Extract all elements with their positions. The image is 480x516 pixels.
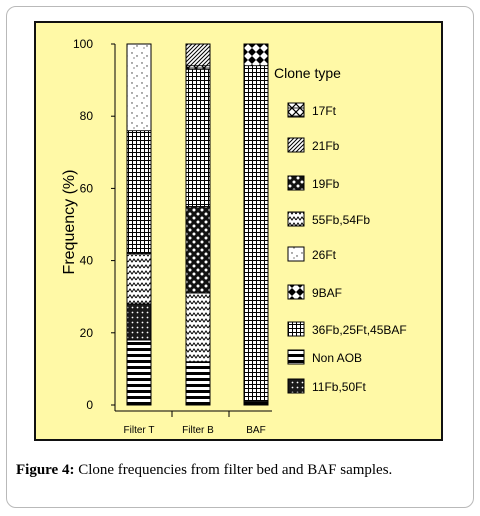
legend-swatch [287,349,305,365]
bar-segment [126,303,152,341]
legend-label: 17Ft [312,104,337,118]
y-tick-label: 20 [80,326,94,340]
chart-background [34,21,443,441]
legend-swatch [287,246,305,262]
bar-segment [126,130,152,254]
x-category-label: Filter B [182,425,214,436]
bar-outline [243,43,269,406]
x-category-label: Filter T [124,425,155,436]
bar-segment [243,65,269,402]
legend-label: 19Fb [312,177,340,191]
legend-label: 9BAF [312,286,342,300]
legend-swatch [287,175,305,191]
y-tick-label: 80 [80,109,94,123]
figure-caption: Figure 4: Clone frequencies from filter … [16,462,466,479]
bar-segment [126,339,152,406]
legend-swatch [287,211,305,227]
figure-caption-text: Clone frequencies from filter bed and BA… [78,462,393,478]
legend-title: Clone type [274,65,341,81]
legend-label: 36Fb,25Ft,45BAF [312,323,407,337]
bars-layer [126,43,269,406]
bar-segment [243,43,269,67]
legend-swatch [287,102,305,118]
y-tick-label: 0 [86,398,93,412]
y-tick-label: 100 [73,37,93,51]
legend-label: Non AOB [312,351,362,365]
legend-swatch [287,137,305,153]
bar-segment [185,65,211,70]
y-tick-label: 40 [80,254,94,268]
legend-label: 55Fb,54Fb [312,213,370,227]
legend-swatch [287,378,305,394]
legend-label: 11Fb,50Ft [312,380,366,394]
legend-label: 21Fb [312,139,340,153]
bar-outline [126,43,152,406]
legend-label: 26Ft [312,248,337,262]
bar-segment [243,400,269,406]
y-tick-label: 60 [80,181,94,195]
x-category-label: BAF [246,425,265,436]
y-axis-label: Frequency (%) [61,170,78,275]
bar-segment [126,252,152,305]
bar-segment [126,43,152,132]
bar-segment [185,68,211,207]
bar-segment [185,43,211,67]
bar-segment [185,292,211,363]
figure-label: Figure 4: [16,462,75,478]
bar-outline [185,43,211,406]
legend-layer: 17Ft 21Fb 19Fb 55Fb,54Fb 26Ft 9BAF 36Fb,25Ft,4… [287,102,407,394]
bar-segment [185,206,211,294]
bar-segment [185,361,211,406]
legend-swatch [287,321,305,337]
legend-swatch [287,284,305,300]
